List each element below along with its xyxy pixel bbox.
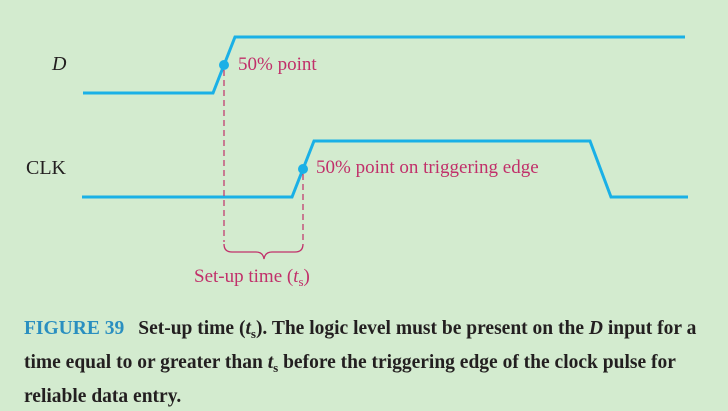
caption-part3: input for a time equal to or greater tha… [24, 318, 697, 373]
timing-diagram [82, 35, 688, 260]
d-50-percent-label: 50% point [238, 54, 317, 75]
clk-50-percent-label: 50% point on triggering edge [316, 157, 539, 178]
setup-var: t [293, 266, 299, 287]
caption-part2: ). The logic level must be present on th… [255, 318, 589, 339]
clk-50-percent-point [298, 164, 308, 174]
d-50-percent-point [219, 60, 229, 70]
setup-time-label: Set-up time (ts) [194, 266, 310, 290]
setup-prefix: Set-up time ( [194, 266, 294, 287]
clk-signal-label: CLK [26, 157, 66, 179]
clk-waveform [82, 139, 688, 199]
caption-var1: t [245, 318, 251, 339]
d-waveform [83, 35, 685, 95]
d-signal-label: D [52, 53, 67, 75]
setup-sub: s [298, 274, 304, 289]
setup-time-brace [223, 243, 304, 260]
setup-suffix: ) [303, 266, 310, 287]
caption-var2: D [588, 318, 603, 339]
caption-part4: before the triggering edge of the clock … [24, 352, 676, 407]
caption-sub3: s [273, 360, 279, 375]
caption-var3: t [267, 352, 274, 373]
caption-sub1: s [250, 326, 256, 341]
caption-label: FIGURE 39 [24, 318, 125, 339]
caption-part1: Set-up time ( [138, 318, 246, 339]
